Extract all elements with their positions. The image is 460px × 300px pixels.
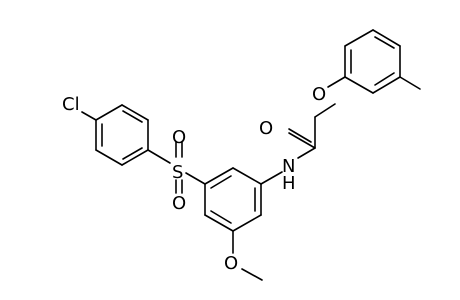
chlorophenyl-ring: [95, 104, 149, 166]
atom-ether-oxygen: O: [312, 84, 326, 105]
tolyl-ring: [344, 29, 401, 94]
atom-sulfonyl-oxygen-bottom: O: [172, 193, 186, 214]
amide-linker: [260, 103, 336, 185]
sulfonyl-group: [147, 141, 206, 194]
atom-sulfur: S: [172, 162, 183, 183]
methyl-bond: [399, 76, 421, 90]
atom-methoxy-oxygen: O: [224, 253, 238, 274]
atom-carbonyl-oxygen: O: [259, 118, 273, 139]
ether-ring-bond: [327, 76, 346, 88]
methoxy-group: [232, 230, 263, 281]
c-cl-bond: [81, 111, 97, 121]
atom-sulfonyl-oxygen-top: O: [172, 127, 186, 148]
atom-amide-hydrogen: H: [282, 173, 296, 194]
atom-amide-nitrogen: N: [282, 156, 295, 177]
central-benzene-ring: [204, 167, 262, 232]
atom-chlorine: Cl: [62, 94, 80, 115]
